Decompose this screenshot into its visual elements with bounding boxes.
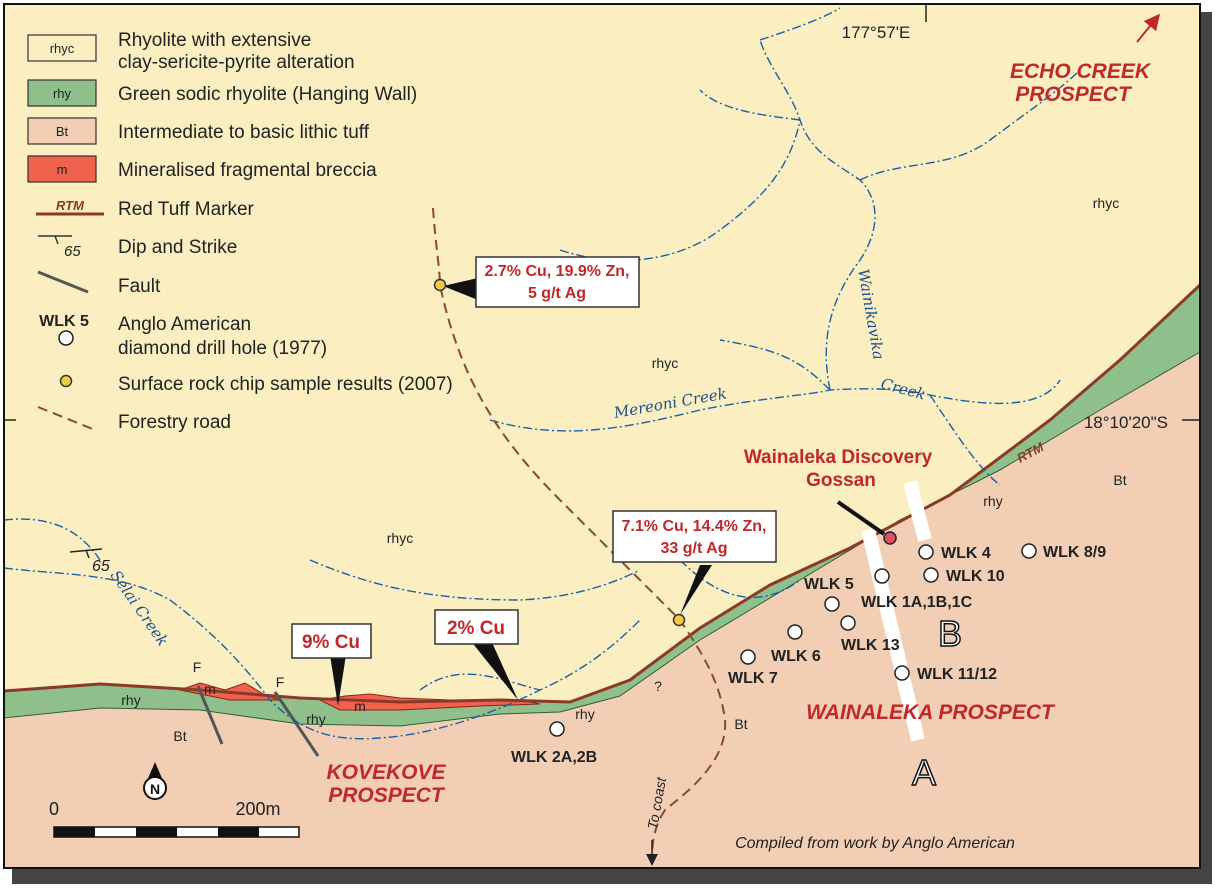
gossan-marker-icon: [883, 531, 897, 545]
drill-wlk-7: WLK 7: [728, 670, 778, 687]
legend-bt-label: Intermediate to basic lithic tuff: [118, 122, 370, 143]
legend-rhy-code: rhy: [53, 86, 72, 101]
credit-label: Compiled from work by Anglo American: [735, 835, 1015, 852]
drill-wlk-4: WLK 4: [941, 545, 991, 562]
echo-creek-arrow-icon: [1136, 13, 1161, 43]
section-b-label: B: [938, 613, 962, 654]
legend-road-symbol: [37, 406, 96, 431]
legend-sample-icon: [59, 374, 73, 388]
sample-callouts: [291, 256, 777, 706]
legend-fault-symbol: [37, 270, 89, 294]
unit-rhyc-west: rhyc: [387, 530, 413, 546]
unit-rhy-west: rhy: [121, 692, 140, 708]
longitude-label: 177°57'E: [842, 23, 911, 42]
red-tuff-marker-line: [3, 283, 1202, 704]
unit-rhyc-center: rhyc: [652, 355, 678, 371]
legend-m-swatch: [27, 155, 97, 183]
legend-sample-label: Surface rock chip sample results (2007): [118, 374, 453, 395]
legend-rtm-label: Red Tuff Marker: [118, 199, 255, 220]
drill-wlk-13: WLK 13: [841, 637, 900, 654]
legend-rhyc-line2: clay-sericite-pyrite alteration: [118, 52, 355, 73]
unit-question: ?: [654, 678, 662, 694]
creek-lines: [3, 7, 1081, 740]
sample-2-line2: 33 g/t Ag: [661, 540, 728, 557]
legend: [27, 34, 104, 431]
drill-wlk-6: WLK 6: [771, 648, 821, 665]
dip-value: 65: [92, 558, 110, 575]
legend-rtm-code: RTM: [56, 198, 85, 213]
north-label: N: [150, 781, 160, 797]
fault-east: [273, 691, 320, 757]
sample-point-2-icon: [672, 613, 686, 627]
fault-west: [196, 685, 224, 745]
echo-creek-line2: PROSPECT: [1015, 83, 1133, 106]
legend-m-code: m: [57, 162, 68, 177]
forestry-roads: [432, 207, 727, 861]
unit-rhy-center: rhy: [575, 706, 594, 722]
sample-1-line1: 2.7% Cu, 19.9% Zn,: [485, 263, 630, 280]
wainaleka-prospect-label: WAINALEKA PROSPECT: [806, 701, 1056, 724]
bt-area: [4, 352, 1200, 868]
sample-3-label: 9% Cu: [302, 632, 360, 653]
section-line-b: [903, 480, 932, 542]
legend-dip-code: 65: [64, 243, 81, 260]
map-border: [3, 3, 1201, 869]
kovekove-line1: KOVEKOVE: [326, 761, 446, 784]
unit-bt-east: Bt: [1113, 472, 1126, 488]
scale-bar: [53, 826, 300, 838]
legend-drill-hole-icon: [58, 330, 74, 346]
unit-bt-center: Bt: [734, 716, 747, 732]
legend-rhyc-swatch: [27, 34, 97, 62]
sample-point-1-icon: [433, 278, 447, 292]
unit-rhyc-ne: rhyc: [1093, 195, 1119, 211]
fault-label-east: F: [276, 674, 285, 690]
echo-creek-line1: ECHO CREEK: [1010, 60, 1152, 83]
drill-wlk-11-12: WLK 11/12: [917, 666, 997, 683]
legend-drill-line2: diamond drill hole (1977): [118, 338, 327, 359]
unit-m-east: m: [354, 698, 366, 714]
gossan-line2: Gossan: [806, 470, 876, 491]
fault-label-west: F: [193, 659, 202, 675]
legend-fault-label: Fault: [118, 276, 161, 297]
gossan-line1: Wainaleka Discovery: [744, 447, 933, 468]
drill-wlk-5: WLK 5: [804, 576, 854, 593]
unit-rhy-mid: rhy: [306, 711, 325, 727]
latitude-label: 18°10'20"S: [1084, 413, 1168, 432]
legend-drill-line1: Anglo American: [118, 314, 251, 335]
legend-bt-swatch: [27, 117, 97, 145]
drill-wlk-10: WLK 10: [946, 568, 1005, 585]
legend-rhyc-line1: Rhyolite with extensive: [118, 30, 311, 51]
gossan-pointer: [836, 500, 886, 536]
scale-zero: 0: [49, 799, 59, 819]
legend-dip-label: Dip and Strike: [118, 237, 237, 258]
section-line-a: [861, 528, 925, 742]
sample-2-line1: 7.1% Cu, 14.4% Zn,: [622, 518, 767, 535]
unit-bt-west: Bt: [173, 728, 186, 744]
legend-rhy-swatch: [27, 79, 97, 107]
section-a-label: A: [912, 752, 936, 793]
scale-max: 200m: [235, 799, 280, 819]
unit-rhy-east: rhy: [983, 493, 1002, 509]
legend-wlk-code: WLK 5: [39, 313, 89, 330]
north-arrow-icon: [143, 762, 167, 800]
drill-hole-markers: [549, 543, 1037, 737]
legend-m-label: Mineralised fragmental breccia: [118, 160, 377, 181]
drill-wlk-2ab: WLK 2A,2B: [511, 749, 597, 766]
sample-4-label: 2% Cu: [447, 618, 505, 639]
legend-rhy-label: Green sodic rhyolite (Hanging Wall): [118, 84, 417, 105]
drill-wlk-8-9: WLK 8/9: [1043, 544, 1106, 561]
unit-m-west: m: [204, 681, 216, 697]
legend-rhyc-code: rhyc: [50, 41, 75, 56]
kovekove-line2: PROSPECT: [328, 784, 446, 807]
drill-wlk-1abc: WLK 1A,1B,1C: [861, 594, 973, 611]
sample-1-line2: 5 g/t Ag: [528, 285, 586, 302]
legend-bt-code: Bt: [56, 124, 69, 139]
legend-road-label: Forestry road: [118, 412, 231, 433]
